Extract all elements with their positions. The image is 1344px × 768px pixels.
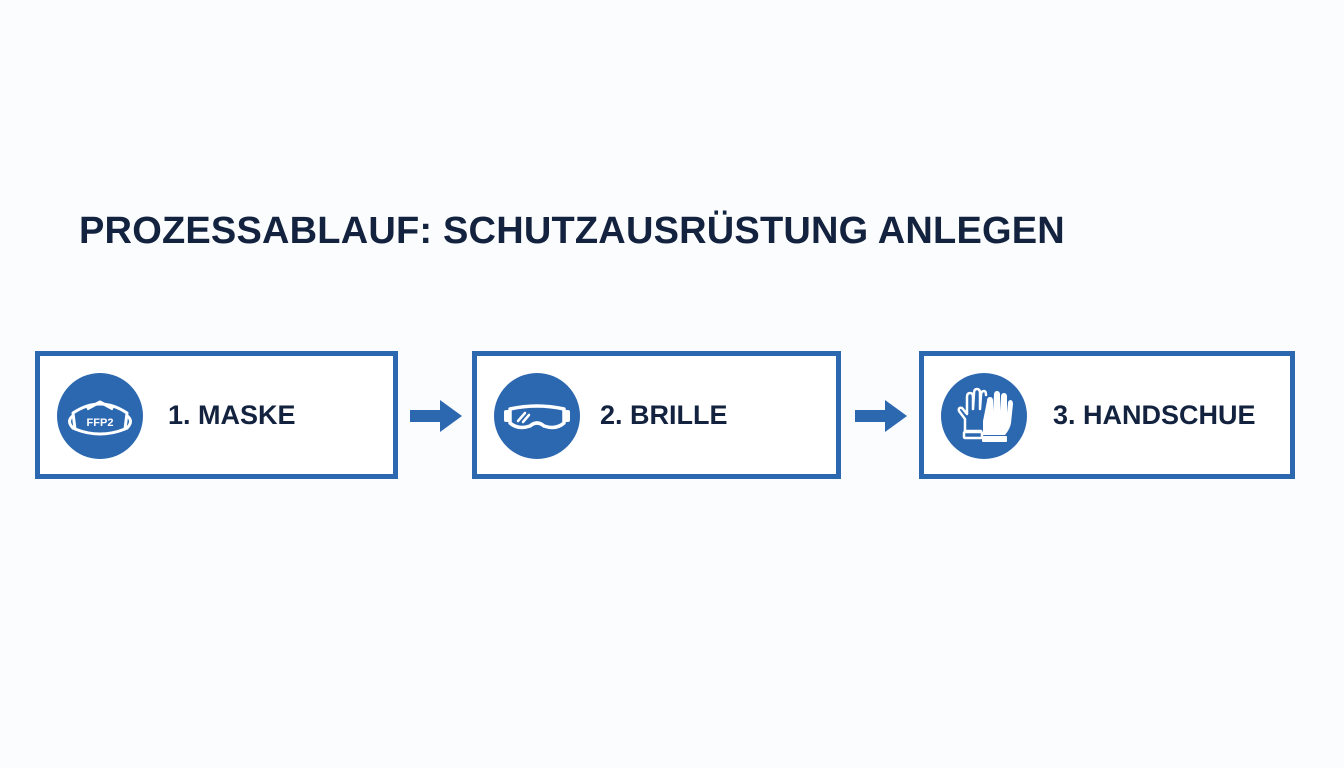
step-label-mask: 1. MASKE <box>168 400 296 430</box>
arrow-right-icon <box>410 400 462 432</box>
ffp2-mask-icon: FFP2 <box>57 373 143 459</box>
arrow-right-icon <box>855 400 907 432</box>
mask-icon-text: FFP2 <box>87 417 114 429</box>
step-box-mask: FFP2 1. MASKE <box>35 351 398 479</box>
step-label-goggles: 2. BRILLE <box>600 400 728 430</box>
step-box-gloves: 3. HANDSCHUE <box>919 351 1295 479</box>
step-box-goggles: 2. BRILLE <box>472 351 841 479</box>
step-label-gloves: 3. HANDSCHUE <box>1053 400 1256 430</box>
page-title: PROZESSABLAUF: SCHUTZAUSRÜSTUNG ANLEGEN <box>79 210 1065 252</box>
safety-goggles-icon <box>494 373 580 459</box>
gloves-icon <box>941 373 1027 459</box>
